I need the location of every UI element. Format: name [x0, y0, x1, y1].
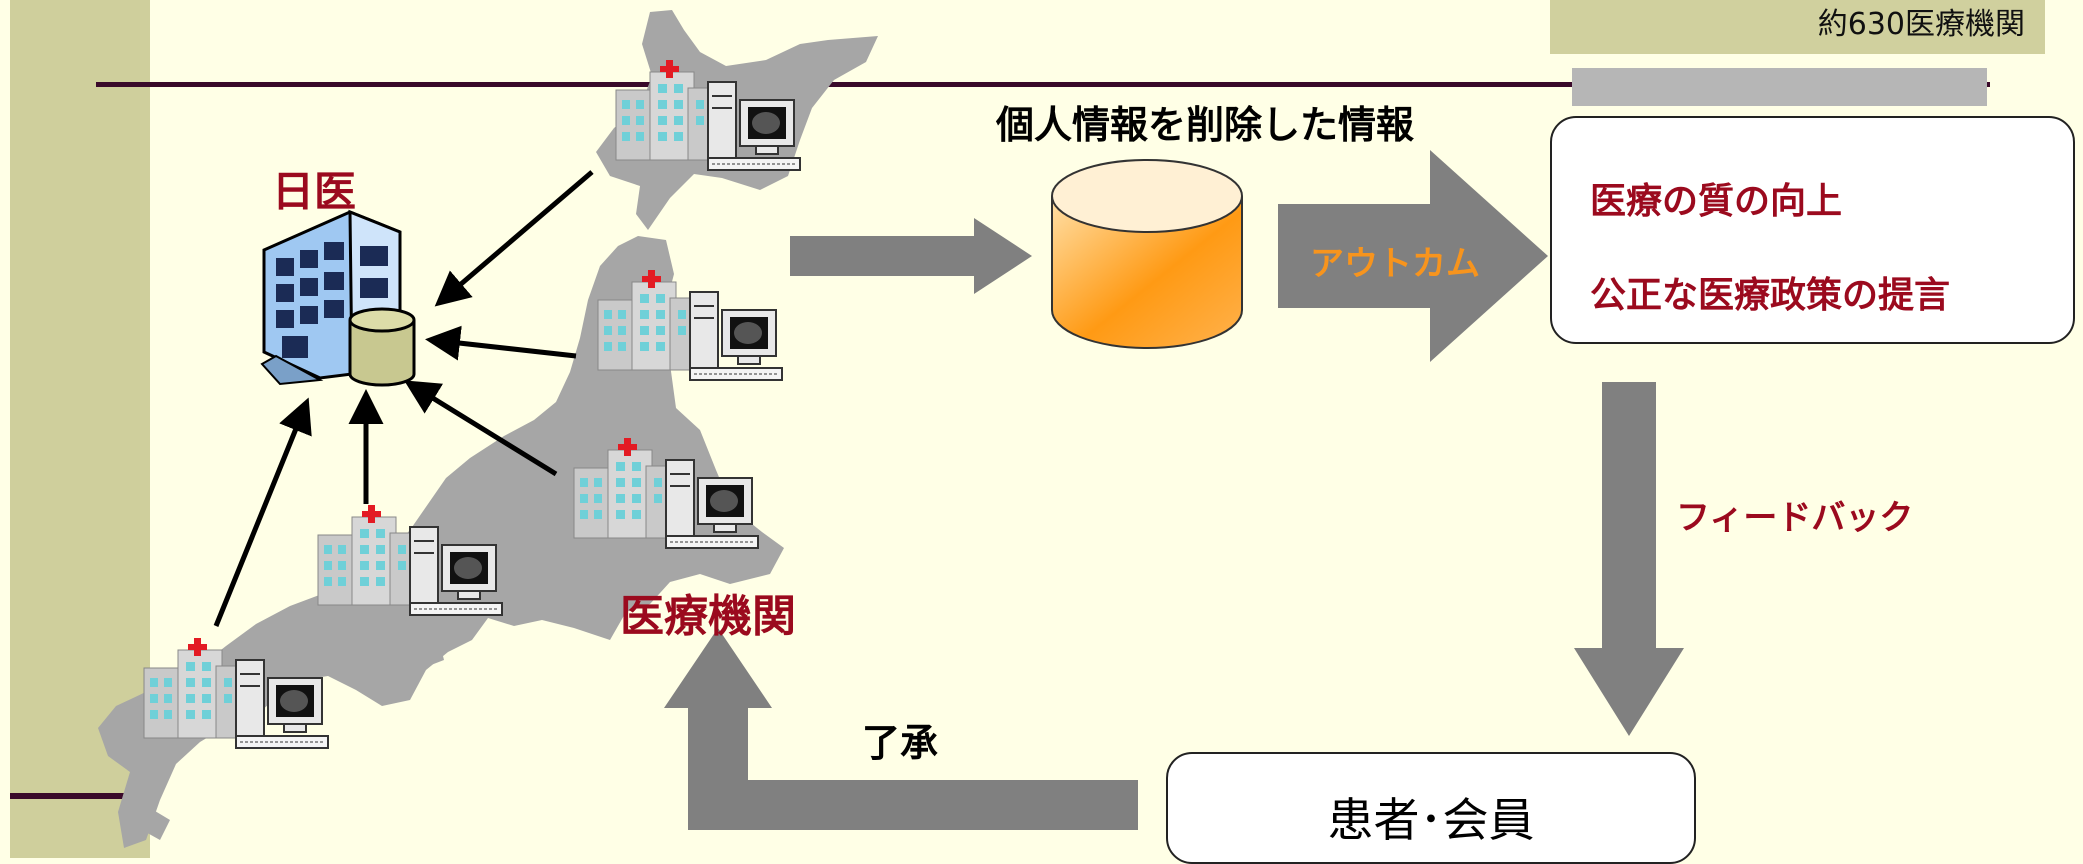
medical-institutions-label: 医療機関	[620, 591, 796, 642]
flow-arrow-to-db	[790, 218, 1032, 294]
patients-members-label: 患者･会員	[1327, 793, 1535, 847]
database-icon	[1051, 159, 1243, 349]
top-rule	[96, 82, 1990, 87]
data-flow-arrows	[213, 170, 594, 627]
goals-box: 医療の質の向上 公正な医療政策の提言	[1550, 116, 2075, 344]
feedback-label: フィードバック	[1676, 498, 1914, 538]
corner-band	[1572, 68, 1987, 106]
bottom-rule	[10, 793, 134, 799]
goal-policy: 公正な医療政策の提言	[1590, 275, 1951, 316]
database-icon	[348, 307, 416, 387]
nichii-label: 日医	[272, 167, 357, 216]
deidentified-data-label: 個人情報を削除した情報	[996, 103, 1415, 147]
facility-count-label: 約630医療機関	[1550, 0, 2045, 54]
patients-members-box: 患者･会員	[1166, 752, 1696, 864]
outcome-arrow	[1278, 150, 1548, 362]
consent-arrow	[664, 628, 1138, 830]
outcome-label: アウトカム	[1310, 244, 1480, 284]
feedback-arrow	[1574, 382, 1684, 736]
consent-label: 了承	[862, 721, 939, 765]
goal-quality: 医療の質の向上	[1590, 181, 1843, 222]
